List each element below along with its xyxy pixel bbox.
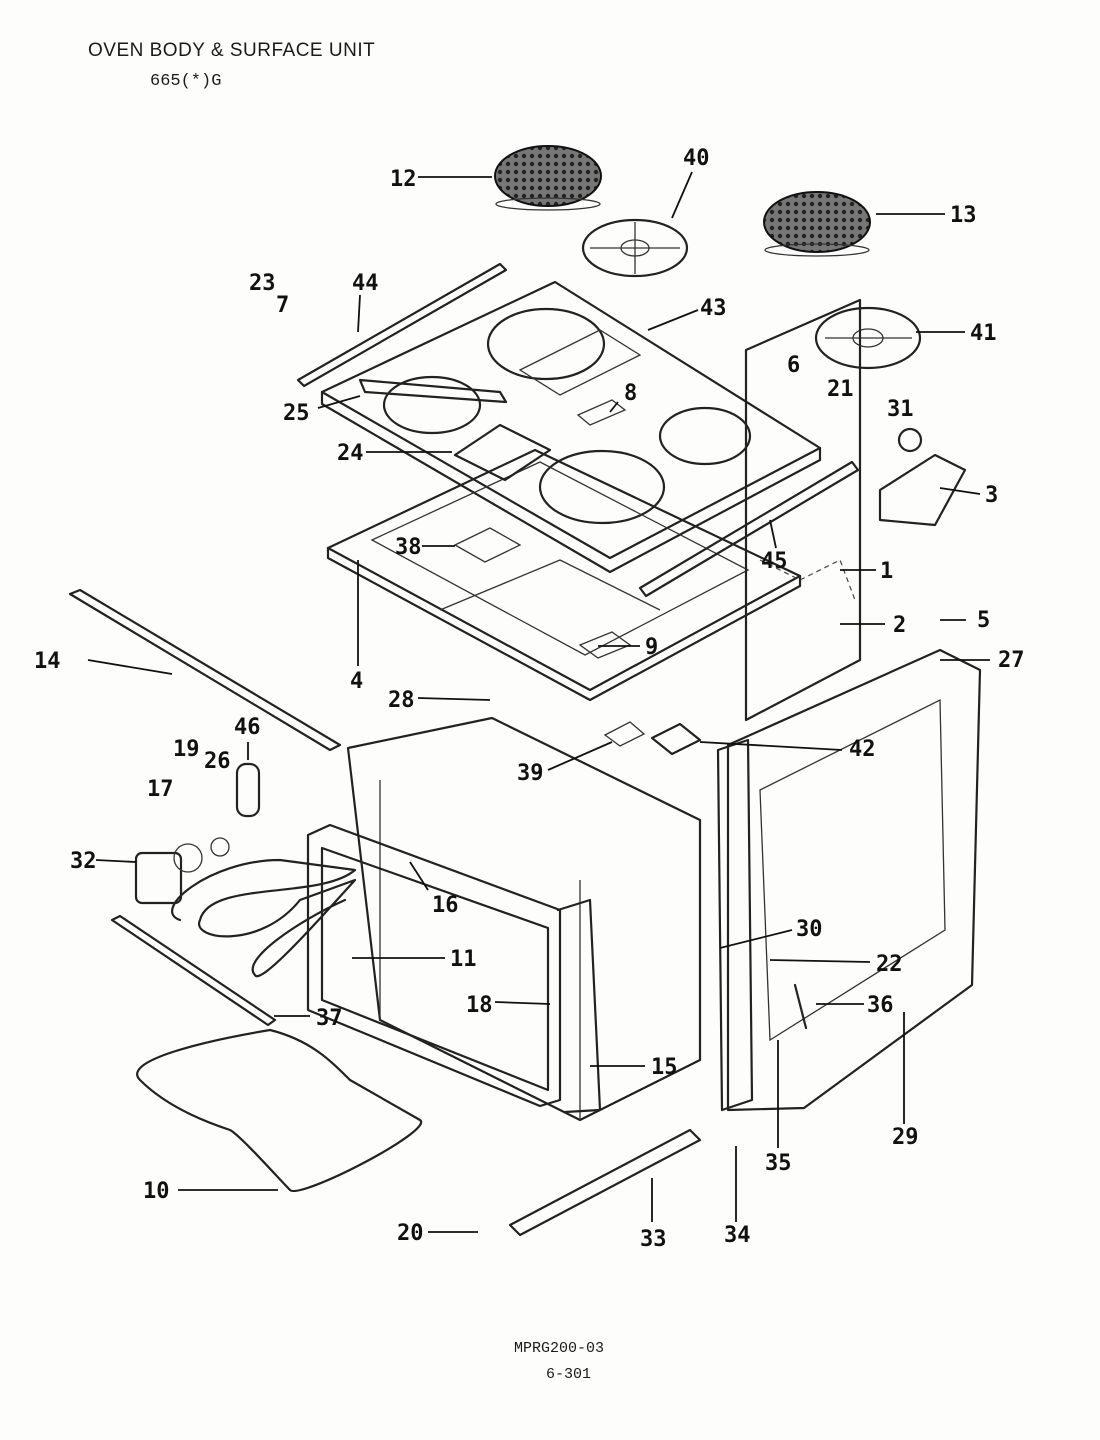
callout-10: 10 [143, 1179, 170, 1204]
part-24 [453, 423, 552, 482]
callout-16: 16 [432, 893, 459, 918]
part-38 [453, 527, 522, 563]
drip-pan-41 [814, 306, 922, 370]
callout-31: 31 [887, 397, 914, 422]
main-top-4 [326, 448, 802, 702]
callout-38: 38 [395, 535, 422, 560]
callout-37: 37 [316, 1006, 343, 1031]
callout-39: 39 [517, 761, 544, 786]
callout-45: 45 [761, 549, 788, 574]
callout-23: 23 [249, 271, 276, 296]
part-9 [578, 631, 632, 659]
callout-43: 43 [700, 296, 727, 321]
callout-14: 14 [34, 649, 61, 674]
callout-18: 18 [466, 993, 493, 1018]
cooktop-43 [320, 280, 822, 574]
callout-46: 46 [234, 715, 261, 740]
page-title: OVEN BODY & SURFACE UNIT [88, 40, 376, 61]
burner-13 [763, 191, 871, 257]
callout-12: 12 [390, 167, 417, 192]
kickplate-33 [508, 1128, 702, 1237]
part-8 [576, 399, 627, 426]
burner-12 [494, 145, 602, 211]
model-number: 665(*)G [150, 72, 222, 91]
front-frame-22 [716, 738, 754, 1112]
callout-36: 36 [867, 993, 894, 1018]
callout-19: 19 [173, 737, 200, 762]
callout-25: 25 [283, 401, 310, 426]
bracket-3 [878, 453, 967, 527]
callout-22: 22 [876, 952, 903, 977]
callout-29: 29 [892, 1125, 919, 1150]
callout-42: 42 [849, 737, 876, 762]
bracket-39 [603, 721, 646, 747]
callout-6: 6 [787, 353, 800, 378]
callout-17: 17 [147, 777, 174, 802]
bulb-26 [210, 837, 230, 857]
callout-26: 26 [204, 749, 231, 774]
drip-pan-40 [581, 218, 689, 278]
callout-7: 7 [276, 293, 289, 318]
callout-40: 40 [683, 146, 710, 171]
callout-28: 28 [388, 688, 415, 713]
callout-labels: 12 40 13 41 43 44 23 7 25 8 6 21 31 24 3 [34, 146, 1025, 1252]
callout-44: 44 [352, 271, 379, 296]
strip-45 [638, 460, 860, 598]
tube-46 [235, 762, 261, 818]
lens-19 [173, 843, 203, 873]
oven-front-frame [306, 823, 602, 1114]
oven-cavity [346, 716, 702, 1122]
callout-2: 2 [893, 613, 906, 638]
callout-4: 4 [350, 669, 363, 694]
side-panel-29 [726, 648, 982, 1112]
part-25 [358, 378, 508, 404]
callout-35: 35 [765, 1151, 792, 1176]
socket-32 [134, 851, 183, 905]
shield-37 [110, 914, 277, 1027]
strip-14 [68, 588, 342, 752]
callout-15: 15 [651, 1055, 678, 1080]
bake-element-10 [136, 1028, 423, 1193]
switch-31 [897, 427, 923, 453]
back-panel-1 [744, 298, 862, 722]
callout-11: 11 [450, 947, 477, 972]
callout-41: 41 [970, 321, 997, 346]
bracket-42 [650, 722, 702, 756]
callout-1: 1 [880, 559, 893, 584]
callout-33: 33 [640, 1227, 667, 1252]
callout-30: 30 [796, 917, 823, 942]
callout-34: 34 [724, 1223, 751, 1248]
callout-5: 5 [977, 608, 990, 633]
callout-9: 9 [645, 635, 658, 660]
strip-44 [296, 262, 508, 388]
rod-36 [793, 983, 808, 1030]
callout-3: 3 [985, 483, 998, 508]
page-code: 6-301 [546, 1366, 592, 1383]
callout-21: 21 [827, 377, 854, 402]
callout-8: 8 [624, 381, 637, 406]
callout-20: 20 [397, 1221, 424, 1246]
callout-13: 13 [950, 203, 977, 228]
callout-32: 32 [70, 849, 97, 874]
broil-element-11 [171, 858, 357, 978]
callout-24: 24 [337, 441, 364, 466]
reference-code: MPRG200-03 [514, 1340, 605, 1357]
callout-27: 27 [998, 648, 1025, 673]
